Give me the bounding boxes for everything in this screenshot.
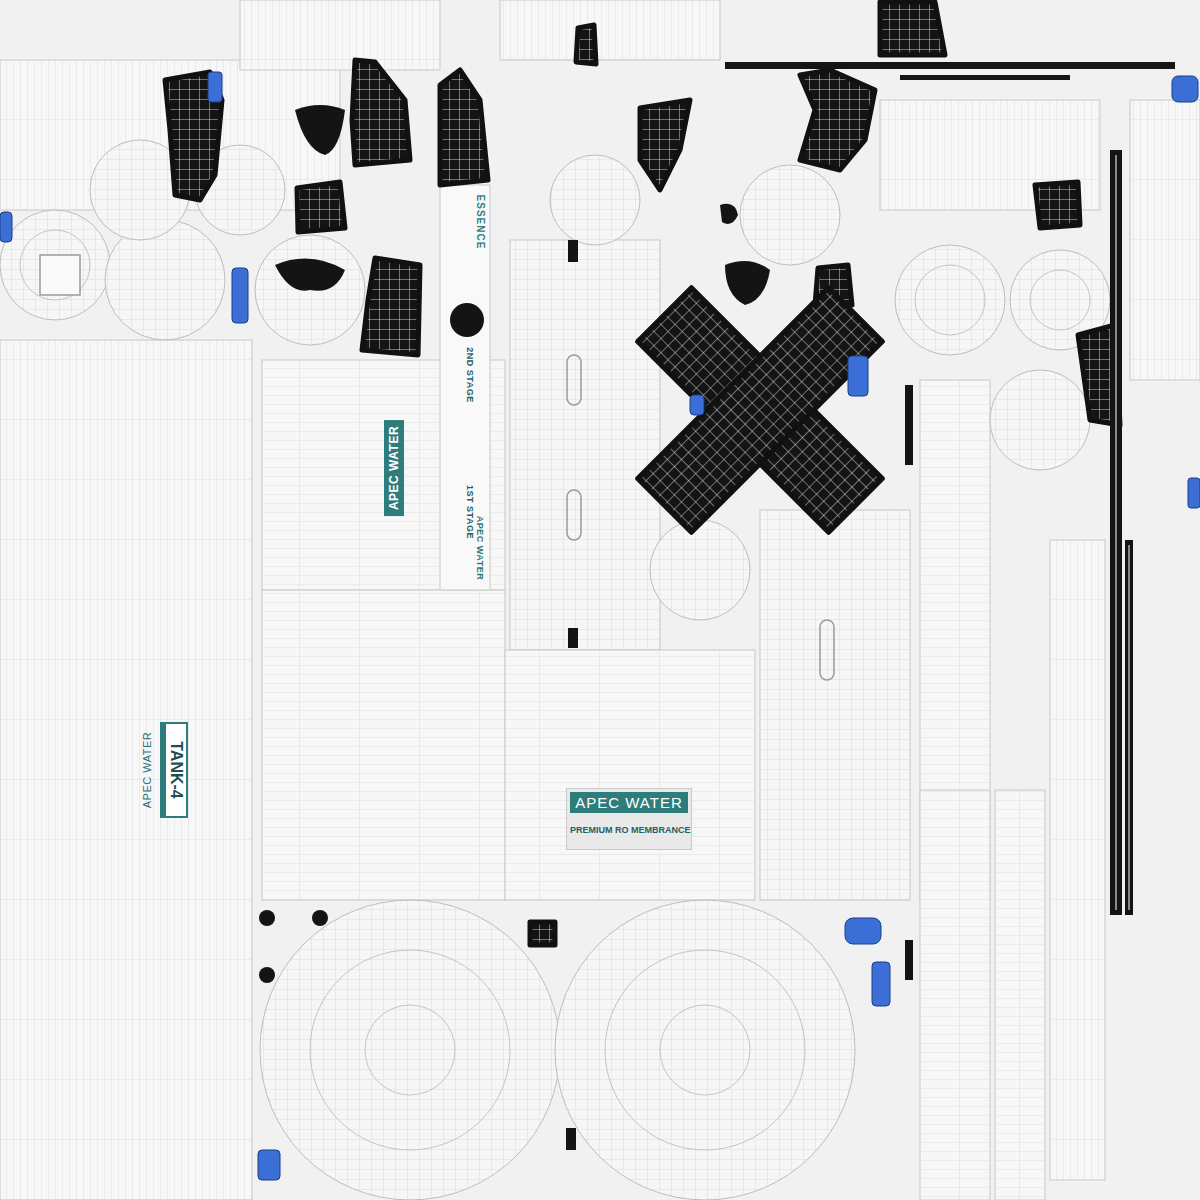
decal-text: APEC WATER: [475, 516, 485, 580]
texture-shape: [20, 230, 90, 300]
decal-text: 1ST STAGE: [465, 485, 475, 539]
texture-shape: [362, 258, 420, 355]
texture-shape: [567, 490, 581, 540]
texture-shape: [0, 210, 110, 320]
circle-rings: [20, 230, 1090, 1150]
texture-shape: [555, 900, 855, 1200]
texture-shape: [505, 650, 755, 900]
texture-shape: [310, 950, 510, 1150]
texture-shape: [650, 520, 750, 620]
texture-shape: [105, 220, 225, 340]
decal-text: 2ND STAGE: [465, 347, 475, 402]
texture-shape: [848, 356, 868, 396]
texture-shape: [1035, 182, 1080, 228]
texture-shape: [208, 72, 222, 102]
texture-shape: [262, 590, 505, 900]
texture-shape: [255, 235, 365, 345]
texture-shape: [352, 60, 410, 165]
decal-text: APEC WATER: [384, 420, 404, 516]
texture-shape: [576, 25, 596, 64]
texture-shape: [920, 790, 990, 1200]
texture-shape: [990, 370, 1090, 470]
texture-shape: [312, 910, 328, 926]
black-rings: [259, 105, 913, 1150]
tank-label: TANK-4: [160, 722, 188, 818]
texture-shape: [259, 910, 275, 926]
texture-shape: [568, 628, 578, 648]
blue-parts: [0, 72, 1200, 1180]
texture-shape: [720, 204, 738, 224]
texture-shape: [905, 940, 913, 980]
decal-text: APEC WATER: [141, 732, 153, 809]
texture-shape: [1172, 76, 1198, 102]
texture-shape: [638, 288, 883, 533]
texture-shape: [605, 950, 805, 1150]
texture-shape: [995, 790, 1045, 1200]
texture-shape: [895, 245, 1005, 355]
texture-shape: [260, 900, 560, 1200]
texture-shape: [640, 100, 690, 190]
texture-shape: [872, 962, 890, 1006]
texture-shape: [725, 261, 770, 305]
texture-shape: [760, 510, 910, 900]
texture-shape: [510, 240, 660, 650]
texture-shape: [1188, 478, 1200, 508]
texture-shape: [440, 185, 490, 590]
texture-shape: [800, 70, 875, 170]
brand-text: APEC WATER: [570, 792, 688, 813]
texture-shape: [258, 1150, 280, 1180]
texture-shape: [880, 2, 945, 55]
texture-shape: [232, 268, 248, 323]
texture-shape: [365, 1005, 455, 1095]
texture-shape: [725, 62, 1175, 69]
texture-shape: [820, 620, 834, 680]
texture-shape: [638, 288, 883, 533]
texture-shape: [638, 288, 883, 533]
texture-shape: [1130, 100, 1200, 380]
texture-shape: [566, 1128, 576, 1150]
brand-text: TANK-4: [167, 741, 185, 798]
texture-shape: [740, 165, 840, 265]
black-uv-shells: [165, 2, 1120, 945]
texture-shape: [845, 918, 881, 944]
texture-shape: [915, 265, 985, 335]
texture-shape: [905, 385, 913, 465]
decal-text: ESSENCE: [475, 195, 486, 250]
texture-shape: [530, 922, 555, 945]
texture-shape: [259, 967, 275, 983]
texture-shape: [1116, 155, 1129, 910]
texture-shape: [0, 340, 252, 1200]
bar-ticks: [1116, 155, 1129, 910]
texture-shape: [0, 212, 12, 242]
texture-shape: [638, 288, 883, 533]
texture-shape: [567, 355, 581, 405]
texture-shape: [660, 1005, 750, 1095]
texture-shape: [690, 395, 704, 415]
long-black-bars: [725, 62, 1175, 915]
texture-shape: [165, 72, 222, 200]
texture-shape: [275, 259, 345, 291]
texture-shape: [240, 0, 440, 70]
texture-shape: [550, 155, 640, 245]
texture-shape: [1030, 270, 1090, 330]
texture-shape: [568, 240, 578, 262]
product-text: PREMIUM RO MEMBRANCE: [570, 825, 688, 835]
membrane-sticker: APEC WATER PREMIUM RO MEMBRANCE: [566, 788, 692, 850]
texture-shape: [297, 182, 345, 232]
circle-islands: [0, 140, 1110, 1200]
texture-shape: [500, 0, 720, 60]
texture-shape: [295, 105, 345, 155]
texture-shape: [440, 70, 488, 185]
texture-shape: [450, 303, 484, 337]
texture-shape: [1050, 540, 1105, 1180]
texture-shape: [900, 75, 1070, 80]
texture-shape: [40, 255, 80, 295]
